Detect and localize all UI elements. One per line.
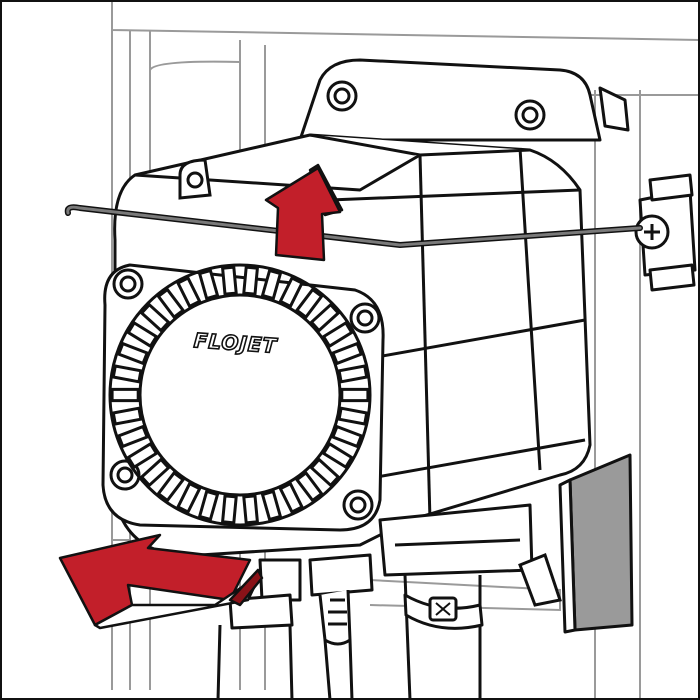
up-arrow-icon bbox=[264, 163, 344, 262]
rib-segment bbox=[139, 457, 171, 488]
rib-segment bbox=[116, 424, 150, 449]
pump-face-plate bbox=[138, 293, 342, 497]
rib-segment bbox=[321, 441, 354, 470]
screw-icon bbox=[634, 214, 670, 250]
pump-outer-ring bbox=[108, 263, 372, 527]
rib-segment bbox=[309, 302, 341, 333]
rib-segment bbox=[260, 268, 283, 301]
rib-segment bbox=[340, 387, 370, 403]
rib-segment bbox=[260, 489, 283, 522]
rib-segment bbox=[294, 470, 324, 503]
rib-segment bbox=[330, 424, 364, 449]
wire-clip bbox=[598, 86, 697, 292]
rib-segment bbox=[197, 489, 220, 522]
rib-segment bbox=[116, 341, 150, 366]
pump-ribbed-ring bbox=[110, 265, 370, 525]
mounting-bracket-top bbox=[298, 58, 602, 142]
hose-clamp bbox=[403, 593, 484, 630]
rib-segment bbox=[111, 406, 143, 426]
left-arrow-icon bbox=[58, 533, 264, 630]
rib-segment bbox=[321, 320, 354, 349]
rib-segment bbox=[294, 287, 324, 320]
rib-segment bbox=[330, 341, 364, 366]
pump-top-lugs bbox=[178, 158, 212, 200]
rib-segment bbox=[242, 494, 260, 525]
right-bracket-tab bbox=[518, 553, 562, 607]
power-wire-core bbox=[66, 205, 642, 247]
rib-segment bbox=[175, 481, 202, 515]
outlet-fittings bbox=[216, 503, 534, 700]
rib-segment bbox=[337, 364, 369, 384]
rib-segment bbox=[220, 494, 238, 525]
rib-segment bbox=[156, 287, 186, 320]
rib-segment bbox=[126, 320, 159, 349]
rib-segment bbox=[139, 302, 171, 333]
rib-segment bbox=[175, 275, 202, 309]
brand-logo: FLOJET bbox=[193, 328, 278, 358]
rib-segment bbox=[220, 265, 238, 296]
rib-segment bbox=[111, 364, 143, 384]
side-bracket bbox=[558, 453, 634, 634]
rib-segment bbox=[110, 387, 140, 403]
rib-segment bbox=[156, 470, 186, 503]
rib-segment bbox=[337, 406, 369, 426]
rib-segment bbox=[242, 265, 260, 296]
rib-segment bbox=[278, 481, 305, 515]
rib-segment bbox=[278, 275, 305, 309]
rib-segment bbox=[309, 457, 341, 488]
rib-segment bbox=[197, 268, 220, 301]
rib-segment bbox=[126, 441, 159, 470]
